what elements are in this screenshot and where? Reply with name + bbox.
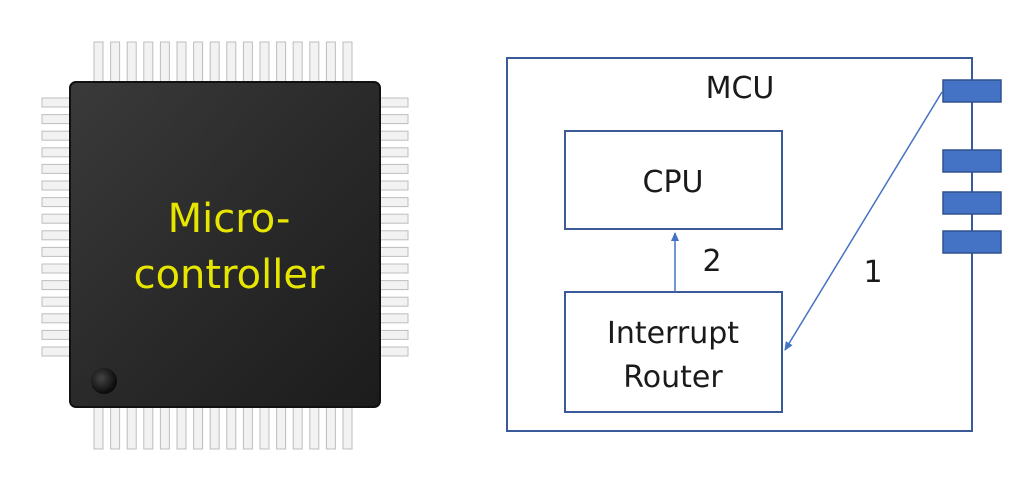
microcontroller-chip-image: Micro- controller xyxy=(41,41,409,450)
chip-pin xyxy=(259,41,270,83)
chip-pins-left xyxy=(41,97,71,357)
chip-pin xyxy=(379,114,409,125)
chip-pins-right xyxy=(379,97,409,357)
chip-pin xyxy=(110,406,121,450)
chip-pin xyxy=(41,230,71,241)
chip-pin xyxy=(41,296,71,307)
chip-pin xyxy=(41,263,71,274)
chip-pin xyxy=(379,213,409,224)
chip-pin xyxy=(41,246,71,257)
chip-pin xyxy=(379,280,409,291)
chip-pin xyxy=(41,147,71,158)
chip-label-line1: Micro- xyxy=(168,196,291,242)
chip-pin xyxy=(342,406,353,450)
chip-pin xyxy=(309,406,320,450)
chip-pin xyxy=(193,406,204,450)
chip-pin xyxy=(379,313,409,324)
chip-pin1-dot xyxy=(91,368,117,394)
cpu-box xyxy=(564,130,783,230)
chip-pin xyxy=(379,263,409,274)
chip-pin xyxy=(41,213,71,224)
chip-pins-bottom xyxy=(93,406,353,450)
chip-pin xyxy=(292,41,303,83)
chip-pin xyxy=(143,406,154,450)
mcu-pin xyxy=(942,149,1002,173)
chip-pin xyxy=(209,41,220,83)
cpu-label: CPU xyxy=(643,165,704,200)
step-1-label: 1 xyxy=(863,255,882,290)
chip-pin xyxy=(93,41,104,83)
chip-pin xyxy=(276,41,287,83)
mcu-pin xyxy=(942,79,1002,103)
interrupt-router-label-line2: Router xyxy=(623,360,723,395)
chip-pin xyxy=(159,41,170,83)
mcu-pin xyxy=(942,230,1002,254)
chip-pin xyxy=(342,41,353,83)
chip-pin xyxy=(41,163,71,174)
chip-body xyxy=(69,81,381,408)
chip-pin xyxy=(41,130,71,141)
chip-pins-top xyxy=(93,41,353,83)
chip-pin xyxy=(176,41,187,83)
chip-pin xyxy=(41,97,71,108)
interrupt-router-label-line1: Interrupt xyxy=(607,316,739,351)
chip-pin xyxy=(325,41,336,83)
chip-pin xyxy=(126,406,137,450)
chip-pin xyxy=(41,280,71,291)
chip-pin xyxy=(379,246,409,257)
arrow-step-1 xyxy=(784,91,943,351)
chip-pin xyxy=(379,147,409,158)
chip-pin xyxy=(176,406,187,450)
chip-pin xyxy=(242,41,253,83)
chip-pin xyxy=(379,163,409,174)
chip-pin xyxy=(242,406,253,450)
chip-pin xyxy=(379,230,409,241)
chip-pin xyxy=(379,97,409,108)
mcu-block-diagram: MCU CPU Interrupt Router 1 2 xyxy=(506,57,1002,432)
chip-pin xyxy=(379,130,409,141)
chip-pin xyxy=(41,313,71,324)
chip-pin xyxy=(226,406,237,450)
chip-pin xyxy=(259,406,270,450)
chip-pin xyxy=(41,329,71,340)
chip-label-line2: controller xyxy=(134,252,325,298)
chip-pin xyxy=(41,197,71,208)
chip-pin xyxy=(379,346,409,357)
mcu-pins xyxy=(942,79,1002,254)
chip-pin xyxy=(126,41,137,83)
chip-pin xyxy=(209,406,220,450)
step-2-label: 2 xyxy=(702,244,721,279)
chip-pin xyxy=(379,329,409,340)
chip-pin xyxy=(93,406,104,450)
chip-pin xyxy=(41,346,71,357)
chip-pin xyxy=(143,41,154,83)
chip-pin xyxy=(193,41,204,83)
chip-pin xyxy=(110,41,121,83)
mcu-pin xyxy=(942,191,1002,215)
chip-pin xyxy=(379,180,409,191)
chip-pin xyxy=(292,406,303,450)
mcu-label: MCU xyxy=(706,71,775,106)
chip-pin xyxy=(159,406,170,450)
chip-pin xyxy=(309,41,320,83)
chip-pin xyxy=(325,406,336,450)
interrupt-router-box xyxy=(564,291,783,413)
chip-pin xyxy=(226,41,237,83)
chip-pin xyxy=(41,180,71,191)
chip-pin xyxy=(379,197,409,208)
chip-pin xyxy=(276,406,287,450)
chip-pin xyxy=(41,114,71,125)
chip-pin xyxy=(379,296,409,307)
